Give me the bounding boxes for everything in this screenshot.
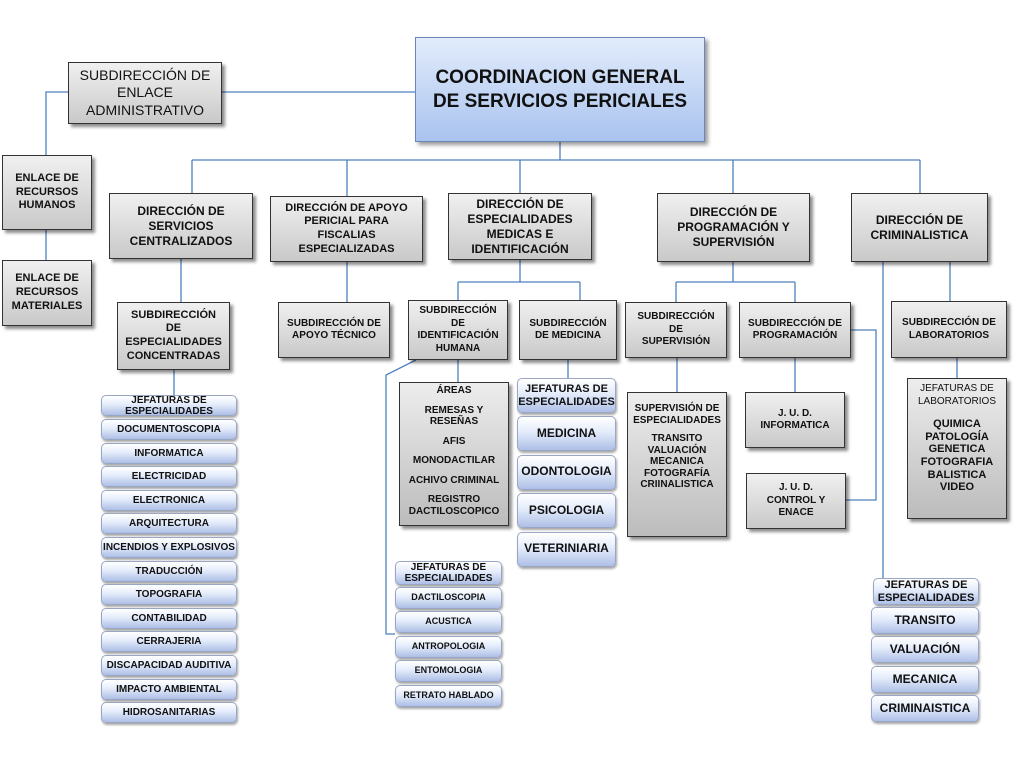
criminalistics-jefaturas-header: JEFATURAS DE ESPECIALIDADES — [873, 578, 979, 605]
specialty-pill: TOPOGRAFIA — [101, 584, 237, 606]
sub-supervision-label: SUBDIRECCIÓN DE SUPERVISIÓN — [637, 311, 715, 348]
direction-medical-identification-box: DIRECCIÓN DE ESPECIALIDADES MEDICAS E ID… — [448, 193, 592, 260]
area-item: MONODACTILAR — [412, 455, 496, 466]
sub-technical-support-label: SUBDIRECCIÓN DE APOYO TÉCNICO — [287, 317, 381, 342]
sub-laboratories-box: SUBDIRECCIÓN DE LABORATORIOS — [891, 301, 1007, 358]
area-item: AFIS — [442, 435, 466, 447]
admin-subdirection-label: SUBDIRECCIÓN DE ENLACE ADMINISTRATIVO — [79, 66, 211, 118]
direction-criminalistics-box: DIRECCIÓN DE CRIMINALISTICA — [851, 193, 988, 262]
medicine-specialty-pill: PSICOLOGIA — [517, 493, 616, 528]
jud-informatica-box: J. U. D. INFORMATICA — [745, 392, 845, 448]
identification-jefaturas-header: JEFATURAS DE ESPECIALIDADES — [395, 561, 502, 585]
sub-concentrated-specialties-label: SUBDIRECCIÓN DE ESPECIALIDADES CONCENTRA… — [125, 308, 222, 362]
direction-medical-identification-label: DIRECCIÓN DE ESPECIALIDADES MEDICAS E ID… — [467, 196, 573, 256]
supervision-item: TRANSITO — [651, 433, 703, 444]
materials-link-label: ENLACE DE RECURSOS MATERIALES — [11, 272, 83, 312]
laboratory-item: BALISTICA — [927, 468, 987, 481]
identification-specialty-pill: DACTILOSCOPIA — [395, 587, 502, 609]
identification-specialty-pill: RETRATO HABLADO — [395, 684, 502, 707]
direction-support-prosecutors-label: DIRECCIÓN DE APOYO PERICIAL PARA FISCALI… — [285, 201, 408, 255]
hr-link-box: ENLACE DE RECURSOS HUMANOS — [2, 155, 92, 230]
sub-medicine-box: SUBDIRECCIÓN DE MEDICINA — [519, 300, 617, 360]
jud-control-label: J. U. D. CONTROL Y ENACE — [766, 482, 826, 519]
medicine-specialty-pill: MEDICINA — [517, 416, 616, 451]
main-coordination-box: COORDINACION GENERAL DE SERVICIOS PERICI… — [415, 37, 705, 142]
identification-areas-box: ÁREAS REMESAS Y RESEÑAS AFIS MONODACTILA… — [399, 382, 509, 526]
dir1-jefaturas-header: JEFATURAS DE ESPECIALIDADES — [101, 395, 237, 416]
sub-laboratories-label: SUBDIRECCIÓN DE LABORATORIOS — [902, 317, 996, 341]
sub-concentrated-specialties-box: SUBDIRECCIÓN DE ESPECIALIDADES CONCENTRA… — [117, 302, 230, 370]
direction-programming-supervision-box: DIRECCIÓN DE PROGRAMACIÓN Y SUPERVISIÓN — [657, 193, 810, 262]
specialty-pill: ELECTRICIDAD — [101, 466, 237, 488]
supervision-item: VALUACIÓN — [647, 444, 707, 456]
direction-criminalistics-label: DIRECCIÓN DE CRIMINALISTICA — [870, 212, 969, 242]
main-coordination-title: COORDINACION GENERAL DE SERVICIOS PERICI… — [432, 66, 688, 112]
area-item: ÁREAS — [436, 385, 472, 396]
sub-programming-box: SUBDIRECCIÓN DE PROGRAMACIÓN — [739, 302, 851, 358]
specialty-pill: CERRAJERIA — [101, 631, 237, 653]
specialty-pill: IMPACTO AMBIENTAL — [101, 678, 237, 700]
sub-medicine-label: SUBDIRECCIÓN DE MEDICINA — [529, 317, 607, 342]
sub-human-identification-label: SUBDIRECCIÓN DE IDENTIFICACIÓN HUMANA — [417, 305, 499, 354]
criminalistics-specialty-pill: CRIMINAISTICA — [871, 694, 979, 722]
supervision-item: FOTOGRAFÍA — [644, 467, 710, 479]
specialty-pill: ARQUITECTURA — [101, 513, 237, 535]
laboratories-box: JEFATURAS DE LABORATORIOS QUIMICA PATOLO… — [907, 378, 1007, 519]
identification-specialty-pill: ACUSTICA — [395, 611, 502, 634]
supervision-list-box: SUPERVISIÓN DE ESPECIALIDADES TRANSITO V… — [627, 392, 727, 537]
jud-control-box: J. U. D. CONTROL Y ENACE — [746, 473, 846, 529]
medicine-specialty-pill: VETERINIARIA — [517, 531, 616, 567]
hr-link-label: ENLACE DE RECURSOS HUMANOS — [15, 171, 79, 212]
laboratory-item: PATOLOGÍA — [925, 430, 989, 443]
identification-specialty-pill: ANTROPOLOGIA — [395, 635, 502, 658]
area-item: REMESAS Y RESEÑAS — [424, 404, 484, 428]
materials-link-box: ENLACE DE RECURSOS MATERIALES — [2, 260, 92, 326]
medicine-jefaturas-header: JEFATURAS DE ESPECIALIDADES — [517, 378, 616, 413]
area-item: REGISTRO DACTILOSCOPICO — [408, 494, 500, 517]
laboratories-header: JEFATURAS DE LABORATORIOS — [918, 383, 996, 407]
supervision-item: CRIINALISTICA — [640, 479, 714, 490]
jud-informatica-label: J. U. D. INFORMATICA — [760, 407, 830, 432]
medicine-specialty-pill: ODONTOLOGIA — [517, 454, 616, 490]
laboratory-item: GENETICA — [928, 443, 986, 456]
identification-specialty-pill: ENTOMOLOGIA — [395, 660, 502, 683]
specialty-pill: INFORMATICA — [101, 442, 237, 464]
supervision-item: SUPERVISIÓN DE ESPECIALIDADES — [633, 403, 721, 426]
criminalistics-specialty-pill: MECANICA — [871, 665, 979, 693]
criminalistics-specialty-pill: TRANSITO — [871, 607, 979, 634]
direction-programming-supervision-label: DIRECCIÓN DE PROGRAMACIÓN Y SUPERVISIÓN — [677, 205, 790, 249]
specialty-pill: CONTABILIDAD — [101, 607, 237, 629]
specialty-pill: TRADUCCIÓN — [101, 560, 237, 582]
area-item: ACHIVO CRIMINAL — [408, 474, 500, 486]
direction-centralized-services-box: DIRECCIÓN DE SERVICIOS CENTRALIZADOS — [109, 193, 253, 259]
laboratory-item: VIDEO — [939, 481, 975, 494]
criminalistics-specialty-pill: VALUACIÓN — [871, 636, 979, 664]
sub-supervision-box: SUBDIRECCIÓN DE SUPERVISIÓN — [625, 302, 727, 358]
direction-support-prosecutors-box: DIRECCIÓN DE APOYO PERICIAL PARA FISCALI… — [270, 196, 423, 262]
specialty-pill: HIDROSANITARIAS — [101, 702, 237, 724]
direction-centralized-services-label: DIRECCIÓN DE SERVICIOS CENTRALIZADOS — [129, 203, 233, 248]
specialty-pill: DOCUMENTOSCOPIA — [101, 419, 237, 440]
specialty-pill: INCENDIOS Y EXPLOSIVOS — [101, 537, 237, 558]
specialty-pill: DISCAPACIDAD AUDITIVA — [101, 655, 237, 676]
laboratory-item: QUIMICA — [933, 418, 981, 430]
specialty-pill: ELECTRONICA — [101, 489, 237, 511]
sub-technical-support-box: SUBDIRECCIÓN DE APOYO TÉCNICO — [278, 302, 390, 358]
laboratory-item: FOTOGRAFIA — [920, 455, 994, 468]
sub-human-identification-box: SUBDIRECCIÓN DE IDENTIFICACIÓN HUMANA — [408, 300, 508, 360]
supervision-item: MECANICA — [650, 456, 704, 467]
sub-programming-label: SUBDIRECCIÓN DE PROGRAMACIÓN — [748, 317, 842, 342]
admin-subdirection-box: SUBDIRECCIÓN DE ENLACE ADMINISTRATIVO — [68, 62, 222, 124]
